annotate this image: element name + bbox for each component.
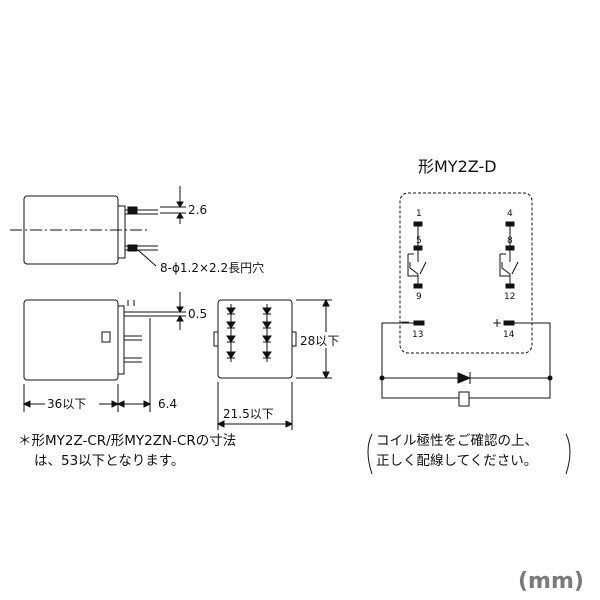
relay-outline — [399, 192, 533, 354]
bottom-view — [213, 298, 332, 430]
note-left-line2: は、53以下となります。 — [34, 453, 185, 469]
coil-symbol — [458, 391, 470, 407]
terminal-1: 1 — [416, 209, 422, 219]
polarity-plus: + — [492, 316, 502, 330]
terminal-pad — [413, 221, 423, 227]
side-view-tab — [101, 331, 111, 343]
diode-symbol — [457, 372, 472, 384]
terminal-pad — [505, 245, 515, 251]
side-view — [22, 292, 186, 412]
terminal-4: 4 — [507, 209, 513, 219]
leader-line — [137, 249, 157, 267]
dim-top-gap: 2.6 — [188, 203, 207, 217]
arrow-head — [176, 306, 184, 313]
terminal-14: 14 — [503, 330, 515, 340]
arrow-head — [111, 400, 120, 408]
terminal-column-right — [262, 304, 272, 362]
terminal-9: 9 — [416, 292, 422, 302]
dim-hole-callout: 8-ϕ1.2×2.2長円穴 — [160, 260, 264, 275]
terminal-12: 12 — [504, 292, 515, 302]
arrow-head — [176, 315, 184, 322]
arrow-head — [322, 298, 330, 307]
pin — [124, 357, 142, 363]
note-right-line2: 正しく配線してください。 — [376, 453, 538, 469]
terminal-13: 13 — [412, 330, 423, 340]
arrow-head — [176, 212, 184, 219]
terminal-pad — [413, 245, 423, 251]
note-bracket-right — [565, 433, 571, 475]
upper-hole — [127, 206, 138, 214]
arrow-head — [285, 420, 294, 428]
arrow-head — [143, 400, 152, 408]
label-bg — [156, 396, 184, 411]
unit-label: (mm) — [518, 569, 584, 594]
arrow-head — [216, 420, 225, 428]
terminal-pad — [503, 320, 515, 326]
arrow-head — [22, 400, 31, 408]
top-view — [10, 186, 186, 267]
dim-height: 28以下 — [300, 334, 339, 348]
polarity-minus: − — [400, 315, 410, 329]
terminal-5: 5 — [416, 236, 422, 246]
note-left-line1: ＊形MY2Z-CR/形MY2ZN-CRの寸法 — [18, 433, 237, 449]
pin-stub — [127, 300, 135, 306]
coil-wiring — [381, 322, 551, 399]
label-bg — [298, 332, 352, 348]
circuit-diagram — [379, 192, 553, 407]
dim-width: 21.5以下 — [223, 407, 274, 421]
terminal-pad — [505, 283, 515, 289]
top-view-flange — [117, 205, 126, 259]
model-title: 形MY2Z-D — [418, 157, 497, 176]
terminal-pad — [413, 320, 425, 326]
terminal-column-left — [226, 304, 236, 362]
side-view-base — [118, 305, 125, 375]
terminal-pad — [413, 283, 423, 289]
bottom-view-tab — [213, 331, 219, 347]
lower-hole — [127, 244, 138, 252]
note-bracket-left — [367, 433, 373, 475]
label-bg — [45, 396, 99, 411]
terminal-8: 8 — [507, 236, 513, 246]
pin — [124, 311, 150, 317]
dim-pin-pitch: 6.4 — [158, 397, 177, 411]
arrow-head — [116, 400, 125, 408]
arrow-head — [176, 201, 184, 208]
dim-pin-offset: 0.5 — [188, 307, 207, 321]
terminal-pad — [505, 221, 515, 227]
dim-length: 36以下 — [47, 397, 86, 411]
arrow-head — [322, 371, 330, 380]
bottom-view-tab — [291, 331, 297, 347]
pin — [124, 335, 142, 341]
note-right-line1: コイル極性をご確認の上、 — [376, 433, 538, 449]
side-view-body — [23, 299, 119, 381]
